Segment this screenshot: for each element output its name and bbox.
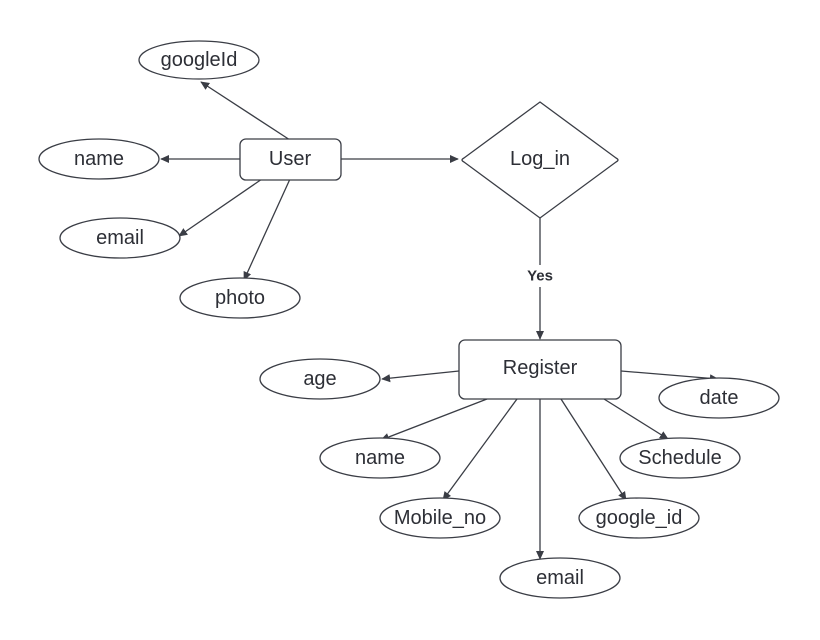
attribute-register-age-label: age: [303, 368, 336, 390]
attribute-register-google-id-label: google_id: [596, 507, 683, 529]
attribute-user-email-label: email: [96, 227, 144, 249]
edge-register-to-mobile-no: [442, 398, 518, 501]
attribute-user-googleid[interactable]: googleId: [138, 40, 260, 80]
attribute-register-google-id[interactable]: google_id: [578, 497, 700, 539]
attribute-user-email[interactable]: email: [59, 217, 181, 259]
entity-register[interactable]: Register: [458, 339, 622, 400]
edge-label-yes: Yes: [521, 265, 559, 287]
edge-register-to-google-id: [560, 398, 627, 501]
entity-register-label: Register: [503, 357, 578, 379]
attribute-register-mobile-no-label: Mobile_no: [394, 507, 486, 529]
attribute-register-schedule[interactable]: Schedule: [619, 437, 741, 479]
attribute-register-age[interactable]: age: [259, 358, 381, 400]
attribute-user-googleid-label: googleId: [161, 49, 238, 71]
edge-register-to-date: [620, 370, 719, 383]
attribute-register-mobile-no[interactable]: Mobile_no: [379, 497, 501, 539]
attribute-register-email-label: email: [536, 567, 584, 589]
edge-user-to-photo: [243, 178, 291, 281]
edge-label-yes-text: Yes: [527, 268, 553, 285]
relationship-log-in-label: Log_in: [510, 148, 570, 170]
attribute-user-photo[interactable]: photo: [179, 277, 301, 319]
attribute-user-name[interactable]: name: [38, 138, 160, 180]
edge-user-to-email: [178, 178, 263, 237]
entity-user[interactable]: User: [239, 138, 342, 181]
attribute-register-email[interactable]: email: [499, 557, 621, 599]
attribute-user-name-label: name: [74, 148, 124, 170]
attribute-register-name[interactable]: name: [319, 437, 441, 479]
edge-register-to-age: [381, 370, 460, 383]
entity-user-label: User: [269, 148, 312, 170]
edge-user-to-googleid: [200, 81, 291, 141]
edge-register-to-name: [380, 398, 488, 441]
edge-register-to-schedule: [603, 398, 669, 440]
relationship-log-in[interactable]: Log_in: [461, 101, 619, 219]
attribute-register-date[interactable]: date: [658, 377, 780, 419]
attribute-user-photo-label: photo: [215, 287, 265, 309]
attribute-register-schedule-label: Schedule: [638, 447, 721, 469]
attribute-register-name-label: name: [355, 447, 405, 469]
attribute-register-date-label: date: [700, 387, 739, 409]
